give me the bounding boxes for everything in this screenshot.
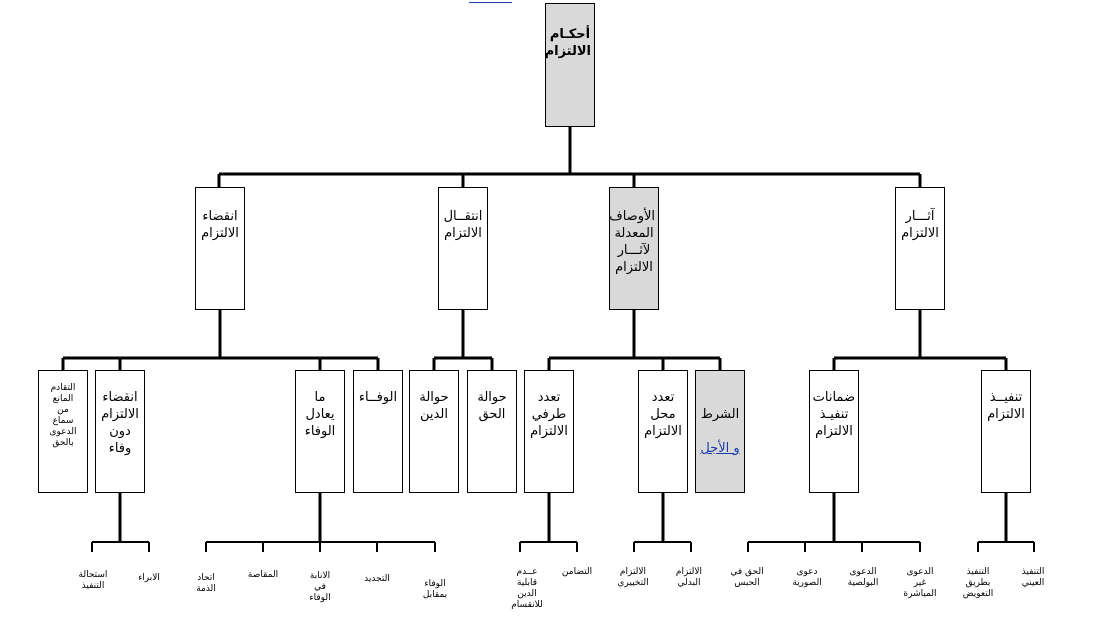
condition-term-box: الشرط و الأجل bbox=[695, 370, 745, 493]
performance-box: تنفيــذ الالتزام bbox=[981, 370, 1031, 493]
modifiers-box: الأوصاف المعدلة لآثـــار الالتزام bbox=[609, 187, 659, 310]
party-plurality-box: تعدد طرفي الالتزام bbox=[524, 370, 574, 493]
leaf-optional: الالتزام التخييري bbox=[617, 567, 649, 588]
leaf-solidarity: التضامن bbox=[561, 567, 593, 577]
cropped-header-link[interactable] bbox=[469, 0, 512, 3]
leaf-impossibility: استحالة التنفيذ bbox=[78, 570, 108, 591]
leaf-simulation-action: دعوى الصورية bbox=[792, 567, 822, 588]
assign-right-box: حوالة الحق bbox=[467, 370, 517, 493]
leaf-in-kind: التنفيذ العيني bbox=[1021, 567, 1045, 588]
no-payment-box: انقضاء الالتزام دون وفاء bbox=[95, 370, 145, 493]
leaf-by-compensation: التنفيذ بطريق التعويض bbox=[962, 567, 994, 599]
extinction-box: انقضاء الالتزام bbox=[195, 187, 245, 310]
leaf-dation: الوفاء بمقابل bbox=[422, 579, 448, 600]
leaf-release: الابراء bbox=[138, 573, 160, 583]
payment-box: الوفــاء bbox=[353, 370, 403, 493]
prescription-box: التقادم المانع من سماع الدعوى بالحق bbox=[38, 370, 88, 493]
root-box: أحكـام الالتزام bbox=[545, 3, 595, 127]
leaf-delegation: الانابة في الوفاء bbox=[309, 571, 331, 603]
leaf-novation: التجديد bbox=[364, 574, 390, 584]
guarantees-box: ضمانات تنفيـذ الالتزام bbox=[809, 370, 859, 493]
object-plurality-box: تعدد محل الالتزام bbox=[638, 370, 688, 493]
condition-label: الشرط bbox=[700, 407, 740, 422]
transfer-box: انتقــال الالتزام bbox=[438, 187, 488, 310]
equiv-payment-box: ما يعادل الوفاء bbox=[295, 370, 345, 493]
assign-debt-box: حوالة الدين bbox=[409, 370, 459, 493]
leaf-set-off: المقاصة bbox=[247, 570, 279, 580]
term-link[interactable]: و الأجل bbox=[700, 441, 740, 456]
leaf-alternative: الالتزام البدلي bbox=[675, 567, 703, 588]
leaf-indivisibility: عــدم قابلية الدين للانقسام bbox=[511, 567, 543, 610]
leaf-indirect-action: الدعوى غير المباشرة bbox=[903, 567, 937, 599]
leaf-paulian-action: الدعوى البولصية bbox=[847, 567, 879, 588]
leaf-retention: الحق في الحبس bbox=[730, 567, 764, 588]
leaf-merger: اتحاد الذمة bbox=[196, 573, 216, 594]
effects-box: آثـــار الالتزام bbox=[895, 187, 945, 310]
